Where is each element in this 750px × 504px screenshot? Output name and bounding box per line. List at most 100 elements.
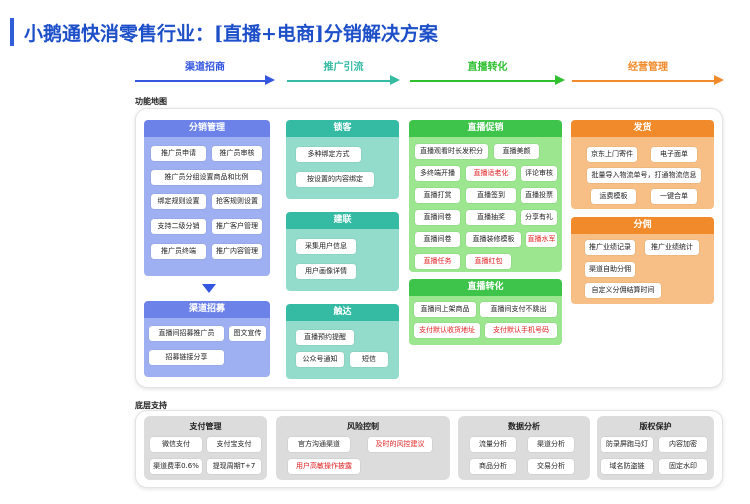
- chip: 域名防盗链: [601, 459, 653, 474]
- card-copyright-protection: 版权保护 防录屏跑马灯 内容加密 域名防盗链 固定水印: [597, 416, 714, 480]
- phase-label: 经营管理: [628, 62, 668, 73]
- chip: 提现周期T+7: [207, 459, 261, 474]
- chip: 推广员申请: [151, 146, 206, 161]
- chip: 批量导入物流单号，打通物流信息: [587, 168, 701, 183]
- chip: 直播间卷: [415, 210, 460, 225]
- chip: 支付默认手机号码: [485, 323, 557, 338]
- card-title: 数据分析: [508, 422, 540, 431]
- chip: 直播装修模板: [466, 232, 521, 247]
- chip: 自定义分佣结算时间: [585, 283, 661, 298]
- chip: 按设置的内容绑定: [296, 172, 374, 187]
- chip: 推广业绩统计: [645, 240, 699, 255]
- chip: 图文宣传: [229, 326, 266, 341]
- chip: 采集用户信息: [296, 239, 356, 254]
- card-title: 版权保护: [639, 422, 672, 431]
- arrow-right-icon: [555, 75, 565, 85]
- card-body: 直播间招募推广员 图文宣传 招募链接分享: [144, 318, 270, 377]
- card-commission: 分佣 推广业绩记录 推广业绩统计 渠道自助分佣 自定义分佣结算时间: [571, 217, 714, 304]
- chip: 渠道费率0.6%: [150, 459, 202, 474]
- chip: 直播预约提醒: [296, 330, 354, 345]
- arrow-right-icon: [390, 75, 400, 85]
- chip: 短信: [350, 352, 388, 367]
- card-live-promotion: 直播促销 直播观看时长发积分 直播美颜 多终端开播 直播适老化 评论审核 直播打…: [409, 120, 562, 272]
- chip: 支付默认收货地址: [414, 323, 480, 338]
- card-title: 直播促销: [409, 120, 562, 137]
- chip: 直播签到: [466, 188, 516, 203]
- chip: 推广客户管理: [212, 219, 262, 234]
- chip: 运费模板: [591, 189, 636, 204]
- card-channel-recruit: 渠道招募 直播间招募推广员 图文宣传 招募链接分享: [144, 301, 270, 377]
- phase-label: 推广引流: [323, 62, 364, 73]
- card-title: 发货: [571, 120, 714, 137]
- chip: 评论审核: [521, 166, 557, 181]
- card-distribution-management: 分销管理 推广员申请 推广员审核 推广员分组设置商品和比例 绑定规则设置 抢客规…: [144, 120, 270, 276]
- card-title: 触达: [286, 304, 399, 321]
- chip: 电子面单: [651, 147, 697, 162]
- chip: 直播间招募推广员: [149, 326, 224, 341]
- page-title: 小鹅通快消零售行业：[直播+电商]分销解决方案: [24, 23, 438, 45]
- chip: 用户画像详情: [296, 264, 356, 279]
- chip: 商品分析: [470, 459, 516, 474]
- card-shipping: 发货 京东上门寄件 电子面单 批量导入物流单号，打通物流信息 运费模板 一键合单: [571, 120, 714, 209]
- chip: 京东上门寄件: [587, 147, 637, 162]
- chip: 推广员审核: [212, 146, 262, 161]
- chip: 交易分析: [528, 459, 574, 474]
- chip: 支付宝支付: [207, 437, 261, 452]
- card-body: 推广业绩记录 推广业绩统计 渠道自助分佣 自定义分佣结算时间: [571, 234, 714, 304]
- phase-promotion: 推广引流: [287, 58, 400, 86]
- card-risk-control: 风险控制 官方沟通渠道 及时的风控建议 用户高敏操作披露: [276, 416, 450, 480]
- arrow-right-icon: [265, 75, 275, 85]
- phase-line: [287, 80, 392, 82]
- card-reach: 触达 直播预约提醒 公众号通知 短信: [286, 304, 399, 379]
- chip: 直播投票: [521, 188, 557, 203]
- chip: 抢客规则设置: [212, 194, 262, 209]
- chip: 分享有礼: [521, 210, 557, 225]
- chip: 推广业绩记录: [585, 240, 635, 255]
- chip: 用户高敏操作披露: [288, 459, 360, 474]
- chip: 直播间上架商品: [414, 302, 476, 317]
- card-body: 直播观看时长发积分 直播美颜 多终端开播 直播适老化 评论审核 直播打赏 直播签…: [409, 137, 562, 272]
- card-title: 锁客: [286, 120, 399, 137]
- phase-line: [410, 80, 557, 82]
- chip: 及时的风控建议: [368, 437, 432, 452]
- phase-line: [572, 80, 716, 82]
- phase-live-conversion: 直播转化: [410, 58, 565, 86]
- card-title: 风险控制: [347, 422, 379, 431]
- chip: 支持二级分销: [151, 219, 206, 234]
- chip: 微信支付: [150, 437, 202, 452]
- card-body: 推广员申请 推广员审核 推广员分组设置商品和比例 绑定规则设置 抢客规则设置 支…: [144, 137, 270, 276]
- chip: 直播红包: [466, 254, 511, 269]
- card-live-conversion: 直播转化 直播间上架商品 直播间支付不跳出 支付默认收货地址 支付默认手机号码: [409, 279, 562, 345]
- chip: 推广员分组设置商品和比例: [151, 170, 262, 185]
- card-body: 多种绑定方式 按设置的内容绑定: [286, 137, 399, 199]
- phase-operation: 经营管理: [572, 58, 724, 86]
- chip: 直播抽奖: [466, 210, 516, 225]
- chip: 直播间卷: [415, 232, 460, 247]
- chip: 直播美颜: [494, 144, 539, 159]
- arrow-right-icon: [714, 75, 724, 85]
- card-body: 京东上门寄件 电子面单 批量导入物流单号，打通物流信息 运费模板 一键合单: [571, 137, 714, 209]
- card-title: 分销管理: [144, 120, 270, 137]
- chip: 直播观看时长发积分: [415, 144, 488, 159]
- card-lock-customer: 锁客 多种绑定方式 按设置的内容绑定: [286, 120, 399, 199]
- phase-label: 直播转化: [467, 62, 508, 73]
- chip: 多终端开播: [415, 166, 460, 181]
- chip: 公众号通知: [296, 352, 344, 367]
- section-label-base-support: 底层支持: [135, 401, 167, 410]
- chip: 多种绑定方式: [296, 147, 361, 162]
- chip: 推广内容管理: [212, 244, 262, 259]
- card-title: 支付管理: [189, 422, 222, 431]
- title-accent-bar: [10, 18, 14, 46]
- section-label-functional-map: 功能地图: [135, 97, 167, 106]
- chip: 流量分析: [470, 437, 516, 452]
- chip: 官方沟通渠道: [288, 437, 350, 452]
- chip: 直播打赏: [415, 188, 460, 203]
- card-data-analysis: 数据分析 流量分析 渠道分析 商品分析 交易分析: [458, 416, 590, 480]
- chip: 内容加密: [659, 437, 707, 452]
- chip: 一键合单: [651, 189, 697, 204]
- chip: 固定水印: [659, 459, 707, 474]
- card-payment-management: 支付管理 微信支付 支付宝支付 渠道费率0.6% 提现周期T+7: [144, 416, 267, 480]
- phase-label: 渠道招商: [185, 62, 225, 73]
- chip: 渠道自助分佣: [585, 262, 635, 277]
- chip: 直播水军: [526, 232, 557, 247]
